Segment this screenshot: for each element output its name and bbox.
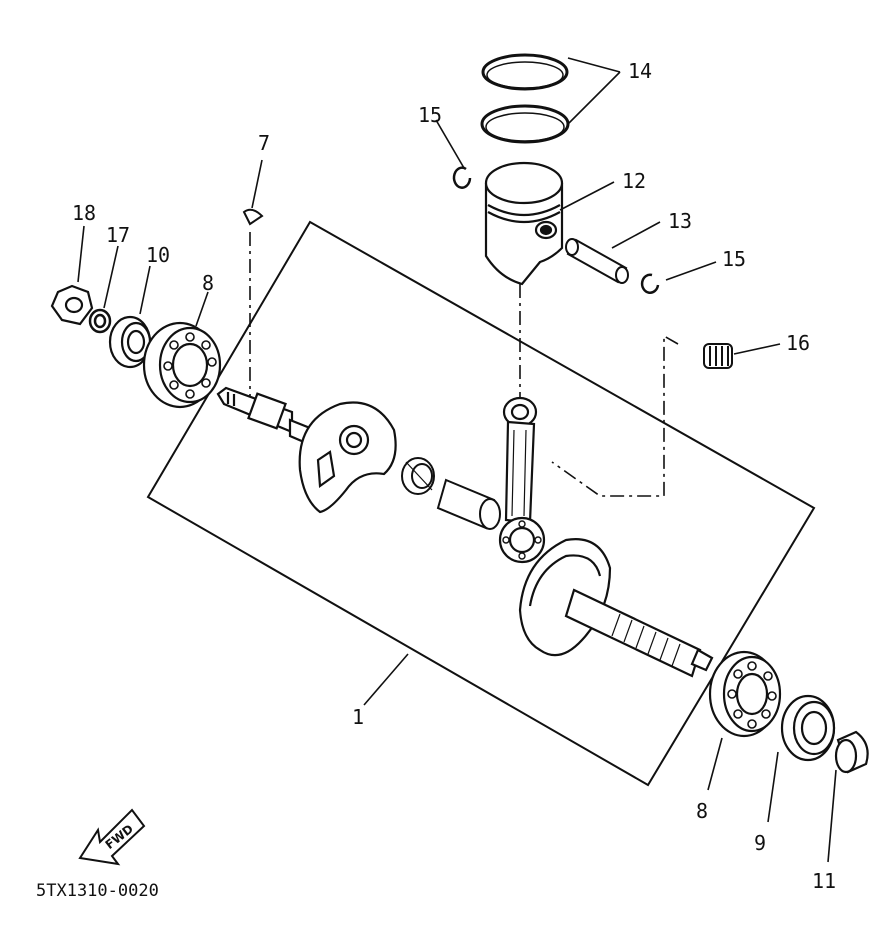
callout-1: 1 (352, 705, 364, 729)
callout-13: 13 (668, 209, 692, 233)
crankpin-needle-bearing (401, 457, 435, 495)
collar (834, 730, 869, 774)
crankshaft-assembly-frame (146, 220, 816, 787)
small-end-bearing (703, 343, 733, 369)
bearing-left (142, 321, 222, 409)
callout-14: 14 (628, 59, 652, 83)
callout-15-right: 15 (722, 247, 746, 271)
callout-10: 10 (146, 243, 170, 267)
bearing-right (708, 650, 782, 738)
connecting-rod (498, 396, 546, 564)
callout-18: 18 (72, 201, 96, 225)
oil-seal-right (780, 694, 836, 762)
piston-pin (565, 238, 629, 284)
crankpin (436, 478, 501, 530)
piston (484, 161, 564, 286)
callout-11: 11 (812, 869, 836, 893)
crank-web-right (518, 538, 714, 678)
leader-lines (77, 57, 837, 863)
oil-seal-left (108, 315, 152, 369)
callout-12: 12 (622, 169, 646, 193)
callout-8-right: 8 (696, 799, 708, 823)
diagram-code: 5TX1310-0020 (36, 881, 159, 901)
crank-web-left (216, 386, 397, 514)
callout-9: 9 (754, 831, 766, 855)
woodruff-key (242, 208, 264, 226)
alignment-lines (249, 232, 679, 497)
nut (50, 284, 94, 326)
fwd-arrow-icon: FWD (78, 808, 146, 866)
piston-rings (480, 53, 570, 144)
callout-7: 7 (258, 131, 270, 155)
callout-8-left: 8 (202, 271, 214, 295)
callout-15-left: 15 (418, 103, 442, 127)
callout-16: 16 (786, 331, 810, 355)
callout-17: 17 (106, 223, 130, 247)
piston-pin-clips (452, 166, 660, 294)
washer (88, 308, 112, 334)
